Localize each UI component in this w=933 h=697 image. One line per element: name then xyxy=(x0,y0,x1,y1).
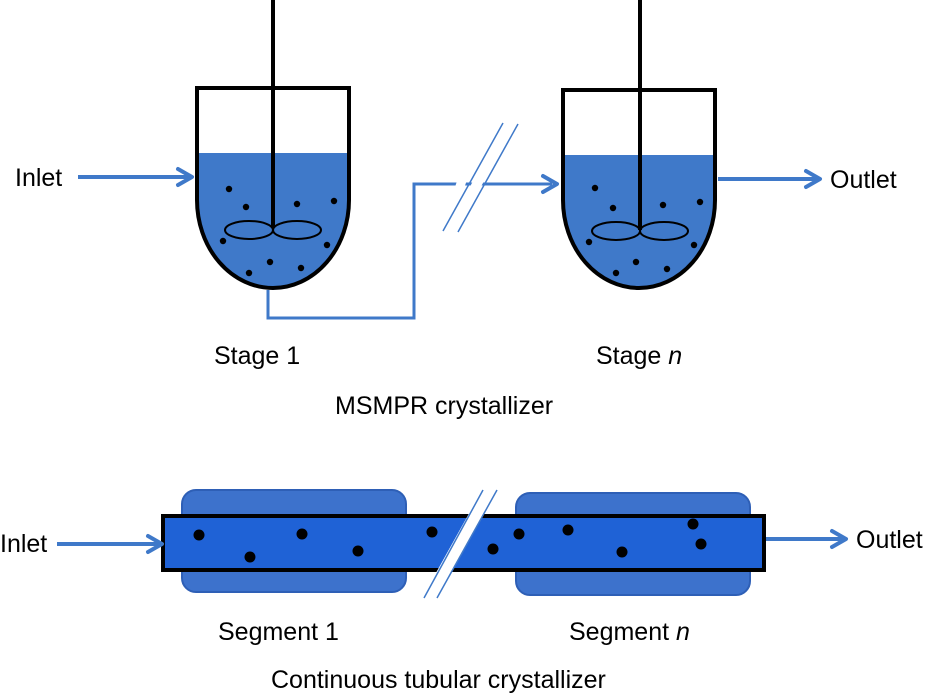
crystal-particle xyxy=(663,265,671,273)
segment-n-label-var: n xyxy=(676,618,690,646)
segment-1-label: Segment 1 xyxy=(218,618,339,646)
crystal-particle xyxy=(695,538,707,550)
stage-1-vessel xyxy=(195,0,351,290)
crystal-particle xyxy=(352,545,364,557)
crystal-particle xyxy=(266,258,274,266)
crystal-particle xyxy=(591,184,599,192)
tubular-inlet-label: Inlet xyxy=(0,530,47,558)
tubular-outlet-label: Outlet xyxy=(856,526,923,554)
crystal-particle xyxy=(245,269,253,277)
stage-1-impeller-blade-right xyxy=(272,220,322,240)
msmpr-inlet-label: Inlet xyxy=(15,164,62,192)
crystal-particle xyxy=(562,524,574,536)
segment-n-label-prefix: Segment xyxy=(569,618,676,646)
msmpr-outlet-label: Outlet xyxy=(830,166,897,194)
msmpr-break-symbol xyxy=(439,122,519,234)
crystal-particle xyxy=(585,238,593,246)
crystal-particle xyxy=(330,197,338,205)
crystal-particle xyxy=(244,551,256,563)
msmpr-caption: MSMPR crystallizer xyxy=(335,392,553,420)
crystal-particle xyxy=(616,546,628,558)
crystal-particle xyxy=(242,203,250,211)
crystal-particle xyxy=(193,529,205,541)
stage-1-label: Stage 1 xyxy=(214,342,300,370)
crystal-particle xyxy=(297,264,305,272)
crystal-particle xyxy=(219,237,227,245)
segment-n-label: Segment n xyxy=(569,618,690,646)
crystal-particle xyxy=(690,241,698,249)
stage-n-particles xyxy=(585,184,704,277)
tubular-inlet-arrow xyxy=(57,534,164,554)
stage-n-vessel-outline xyxy=(561,88,717,290)
msmpr-inlet-arrow xyxy=(78,167,194,187)
stage-n-label-var: n xyxy=(668,342,682,370)
crystal-particle xyxy=(612,269,620,277)
crystal-particle xyxy=(632,258,640,266)
crystal-particle xyxy=(659,201,667,209)
crystal-particle xyxy=(687,518,699,530)
stage-n-vessel xyxy=(561,0,717,290)
msmpr-outlet-arrow xyxy=(718,169,822,189)
crystal-particle xyxy=(696,198,704,206)
crystal-particle xyxy=(296,528,308,540)
crystal-particle xyxy=(426,526,438,538)
stage-1-vessel-outline xyxy=(195,86,351,290)
tubular-outlet-arrow xyxy=(766,529,848,549)
crystal-particle xyxy=(609,204,617,212)
crystal-particle xyxy=(513,528,525,540)
crystal-particle xyxy=(293,200,301,208)
tubular-caption: Continuous tubular crystallizer xyxy=(271,666,606,694)
stage-transfer-arrowhead xyxy=(541,174,559,194)
crystal-particle xyxy=(487,543,499,555)
tube-particles xyxy=(193,518,707,563)
tubular-break-symbol xyxy=(422,489,498,599)
stage-1-particles xyxy=(219,185,338,277)
stage-n-label-prefix: Stage xyxy=(596,342,668,370)
stage-n-label: Stage n xyxy=(596,342,682,370)
stage-n-impeller-blade-right xyxy=(639,221,689,241)
crystal-particle xyxy=(323,241,331,249)
crystal-particle xyxy=(225,185,233,193)
